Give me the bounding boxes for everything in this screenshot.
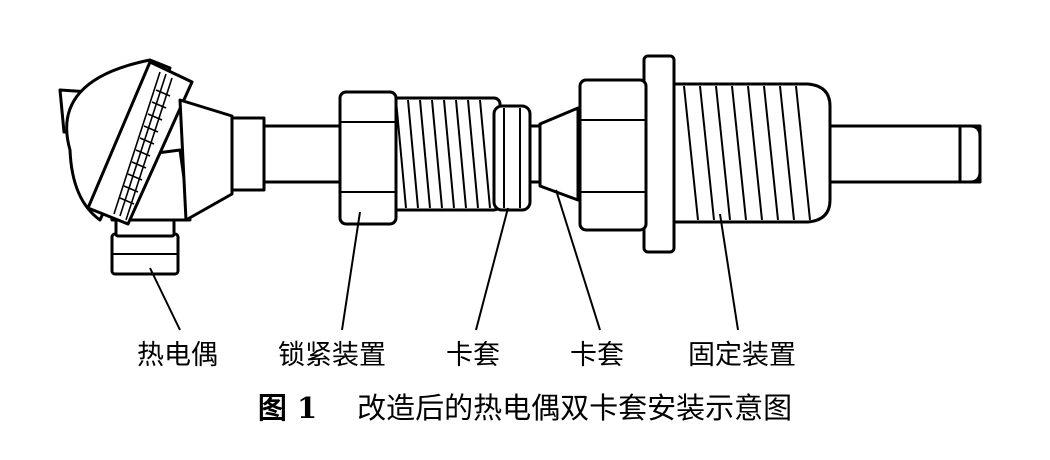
fixing-flange [642, 54, 676, 254]
locking-nut [338, 90, 398, 226]
locking-device [338, 90, 502, 226]
figure-title: 改造后的热电偶双卡套安装示意图 [357, 391, 793, 425]
label-fixing-device: 固定装置 [688, 340, 796, 371]
figure-number: 图 1 [257, 391, 318, 425]
fixing-nut [578, 78, 648, 232]
leader-locking-device [341, 211, 361, 331]
ferrule-ring [492, 104, 532, 212]
label-locking-device: 锁紧装置 [278, 340, 386, 371]
label-ferrule-cone: 卡套 [570, 340, 624, 371]
leader-fixing-device [719, 213, 739, 331]
ferrule-ring-body [492, 104, 532, 212]
leader-thermocouple [149, 267, 181, 331]
ferrule-cone [538, 106, 580, 202]
thermocouple-head [58, 58, 266, 276]
head-neck-cone [178, 98, 234, 222]
locking-thread-lines [395, 99, 491, 209]
figure-caption: 图 1 改造后的热电偶双卡套安装示意图 [0, 394, 1050, 423]
rim-groove [113, 71, 173, 221]
leader-ferrule-cone [555, 189, 601, 331]
label-thermocouple: 热电偶 [137, 340, 218, 371]
cover-rim [86, 60, 194, 226]
leader-ferrule-ring [475, 207, 509, 331]
head-neck-collar [230, 116, 266, 192]
probe-tip [958, 124, 982, 184]
fixing-thread-lines [683, 85, 811, 221]
label-ferrule-ring: 卡套 [446, 340, 500, 371]
rim-knurling [119, 89, 171, 205]
fixing-device [578, 54, 832, 254]
